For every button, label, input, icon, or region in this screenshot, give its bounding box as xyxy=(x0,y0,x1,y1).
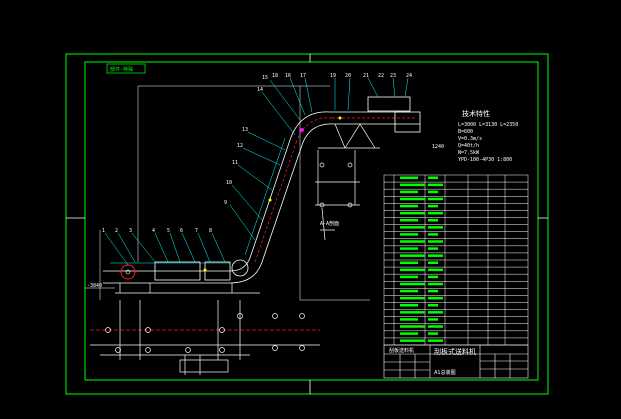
item-number: 13 xyxy=(242,127,248,133)
item-number: 14 xyxy=(257,87,263,93)
item-number: 5 xyxy=(167,228,170,234)
spec-heading: 技术特性 xyxy=(462,109,490,118)
item-number: 23 xyxy=(390,73,396,79)
spec-line: B=600 xyxy=(458,129,473,135)
right-dimension: 1240 xyxy=(432,144,444,150)
item-number: 18 xyxy=(272,73,278,79)
item-number: 21 xyxy=(363,73,369,79)
item-number: 10 xyxy=(226,180,232,186)
spec-line: L=3000 L=3130 L=2350 xyxy=(458,122,518,128)
item-number: 7 xyxy=(195,228,198,234)
title-block xyxy=(383,344,529,379)
side-section-view xyxy=(315,150,360,241)
item-number: 1 xyxy=(102,228,105,234)
item-number: 4 xyxy=(152,228,155,234)
spec-line: N=7.5kW xyxy=(458,150,480,156)
item-number: 19 xyxy=(330,73,336,79)
view-title-box xyxy=(106,63,146,74)
item-number: 24 xyxy=(406,73,412,79)
item-number: 22 xyxy=(378,73,384,79)
dimension-lines xyxy=(85,85,370,301)
item-number: 15 xyxy=(262,75,268,81)
drawing-number: A1总装图 xyxy=(434,369,456,376)
left-dimension: -3840 xyxy=(87,283,102,289)
item-number: 12 xyxy=(237,143,243,149)
item-number: 17 xyxy=(300,73,306,79)
item-number: 2 xyxy=(115,228,118,234)
item-number: 16 xyxy=(285,73,291,79)
conveyor-elevation xyxy=(103,96,421,294)
item-number: 6 xyxy=(180,228,183,234)
item-number: 20 xyxy=(345,73,351,79)
foundation-plan-view xyxy=(90,300,320,375)
outer-frame xyxy=(65,53,549,395)
spec-line: Q=40t/h xyxy=(458,143,479,149)
spec-line: V=0.3m/s xyxy=(458,136,482,142)
item-number: 3 xyxy=(129,228,132,234)
parts-list-table xyxy=(383,174,529,346)
view-title: 部件-特殊 xyxy=(110,66,133,73)
company-name: 刮板送料机 xyxy=(389,347,414,354)
drawing-name: 刮板式送料机 xyxy=(434,347,476,356)
section-label: A-A剖面 xyxy=(320,220,339,227)
leader-lines xyxy=(104,77,409,266)
item-number: 11 xyxy=(232,160,238,166)
spec-line: YPD-100-4P30 1:800 xyxy=(458,157,512,163)
item-numbers: 1 2 3 4 5 6 7 8 9 10 11 12 13 14 15 16 1… xyxy=(102,73,412,234)
item-number: 9 xyxy=(224,200,227,206)
spec-block: 技术特性 L=3000 L=3130 L=2350 B=600 V=0.3m/s… xyxy=(458,109,518,163)
inner-frame xyxy=(84,61,539,381)
item-number: 8 xyxy=(209,228,212,234)
